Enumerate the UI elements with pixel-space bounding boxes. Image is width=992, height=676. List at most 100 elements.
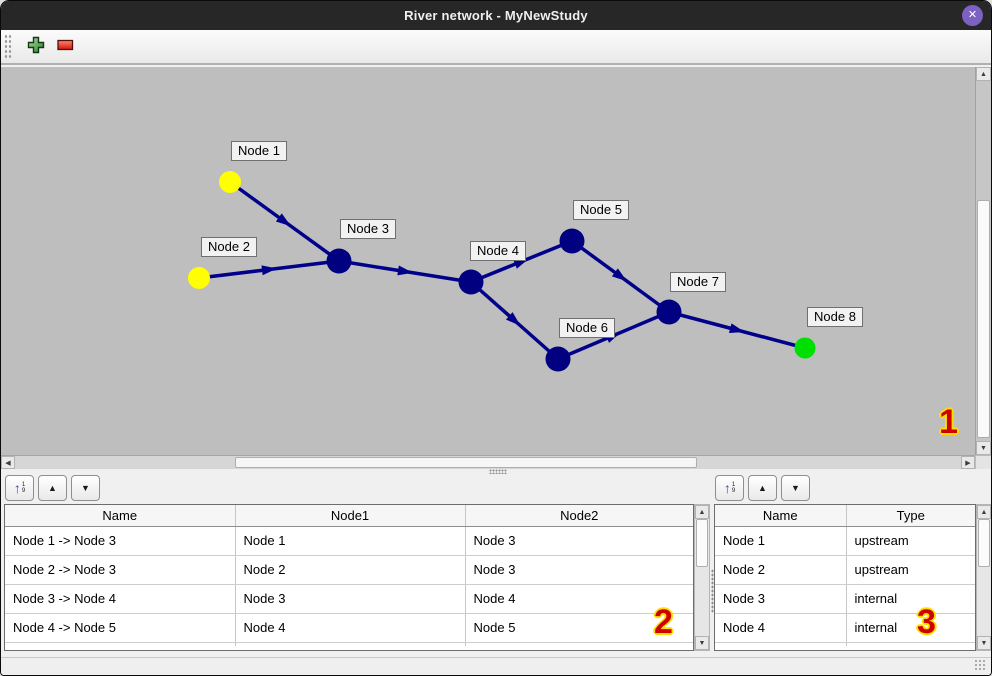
main-toolbar xyxy=(1,30,991,65)
graph-node[interactable] xyxy=(326,248,352,274)
close-button[interactable]: ✕ xyxy=(962,5,983,26)
scroll-down-arrow-icon[interactable]: ▼ xyxy=(977,636,991,650)
table-header-row: Name Node1 Node2 xyxy=(5,505,693,527)
table-cell[interactable]: Node 2 xyxy=(715,555,847,585)
node-label: Node 8 xyxy=(807,307,863,327)
node-label: Node 4 xyxy=(470,241,526,261)
move-up-button[interactable]: ▲ xyxy=(38,475,67,501)
edges-table-scrollbar[interactable]: ▲ ▼ xyxy=(694,504,710,651)
canvas-horizontal-scrollbar[interactable]: ◀ ▶ xyxy=(1,455,975,469)
scrollbar-thumb[interactable] xyxy=(978,519,990,567)
table-cell[interactable]: Node 5 xyxy=(465,613,693,643)
move-down-button[interactable]: ▼ xyxy=(71,475,100,501)
down-triangle-icon: ▼ xyxy=(791,483,800,493)
table-cell[interactable]: Node 4 xyxy=(465,584,693,614)
table-cell[interactable]: Node 2 -> Node 3 xyxy=(5,555,236,585)
vertical-scrollbar-thumb[interactable] xyxy=(977,200,990,438)
scroll-up-arrow-icon[interactable]: ▲ xyxy=(977,505,991,519)
table-cell[interactable]: Node 4 xyxy=(715,613,847,643)
table-cell[interactable]: upstream xyxy=(846,526,975,556)
table-cell[interactable]: Node 2 xyxy=(235,555,466,585)
table-cell[interactable]: Node 3 xyxy=(465,555,693,585)
table-cell[interactable]: Node 3 xyxy=(235,584,466,614)
scroll-right-arrow-icon[interactable]: ▶ xyxy=(961,456,975,469)
remove-node-button[interactable] xyxy=(51,37,80,56)
table-cell[interactable]: Node 1 xyxy=(235,526,466,556)
move-up-button[interactable]: ▲ xyxy=(748,475,777,501)
graph-edge[interactable] xyxy=(668,310,806,350)
river-network-graph xyxy=(188,171,816,372)
status-bar xyxy=(1,657,991,675)
add-plus-icon xyxy=(27,36,45,57)
table-filler-row xyxy=(715,642,975,646)
scroll-up-arrow-icon[interactable]: ▲ xyxy=(695,505,709,519)
scrollbar-thumb[interactable] xyxy=(696,519,708,567)
nodes-table-scrollbar[interactable]: ▲ ▼ xyxy=(976,504,991,651)
table-cell[interactable]: upstream xyxy=(846,555,975,585)
table-cell[interactable]: Node 3 xyxy=(465,526,693,556)
graph-edge[interactable] xyxy=(228,180,341,263)
table-cell[interactable]: Node 3 -> Node 4 xyxy=(5,584,236,614)
table-cell[interactable]: internal xyxy=(846,613,975,643)
table-cell[interactable]: Node 4 xyxy=(235,613,466,643)
scroll-up-arrow-icon[interactable]: ▲ xyxy=(976,67,991,81)
column-header-node1[interactable]: Node1 xyxy=(235,505,466,527)
table-cell[interactable]: Node 1 xyxy=(715,526,847,556)
add-node-button[interactable] xyxy=(21,34,51,59)
remove-minus-icon xyxy=(57,39,74,54)
graph-edge[interactable] xyxy=(570,239,671,314)
graph-edge[interactable] xyxy=(469,280,560,361)
scrollbar-corner xyxy=(975,455,991,469)
graph-node[interactable] xyxy=(458,269,484,295)
table-cell[interactable]: Node 1 -> Node 3 xyxy=(5,526,236,556)
graph-node[interactable] xyxy=(656,299,682,325)
move-down-button[interactable]: ▼ xyxy=(781,475,810,501)
canvas-vertical-scrollbar[interactable]: ▲ ▼ xyxy=(975,67,991,455)
horizontal-scrollbar-thumb[interactable] xyxy=(235,457,697,468)
column-header-node2[interactable]: Node2 xyxy=(465,505,693,527)
splitter-handle-icon xyxy=(489,469,507,474)
graph-node[interactable] xyxy=(219,171,241,193)
title-bar[interactable]: River network - MyNewStudy ✕ xyxy=(1,1,991,30)
scroll-down-arrow-icon[interactable]: ▼ xyxy=(976,441,991,455)
table-cell[interactable]: Node 3 xyxy=(715,584,847,614)
canvas-table-splitter[interactable] xyxy=(1,469,991,474)
column-header-type[interactable]: Type xyxy=(846,505,975,527)
graph-edge[interactable] xyxy=(198,259,340,280)
graph-node[interactable] xyxy=(188,267,210,289)
down-triangle-icon: ▼ xyxy=(81,483,90,493)
scroll-left-arrow-icon[interactable]: ◀ xyxy=(1,456,15,469)
graph-node[interactable] xyxy=(794,337,816,359)
node-label: Node 5 xyxy=(573,200,629,220)
graph-node[interactable] xyxy=(559,228,585,254)
pane-splitter-handle[interactable] xyxy=(711,569,715,613)
graph-node[interactable] xyxy=(545,346,571,372)
table-cell[interactable]: Node 4 -> Node 5 xyxy=(5,613,236,643)
scroll-down-arrow-icon[interactable]: ▼ xyxy=(695,636,709,650)
column-header-name[interactable]: Name xyxy=(5,505,236,527)
graph-edge[interactable] xyxy=(470,239,573,284)
resize-grip-icon[interactable] xyxy=(974,659,987,672)
graph-edge[interactable] xyxy=(338,259,472,284)
toolbar-drag-handle[interactable] xyxy=(4,33,13,60)
node-label: Node 2 xyxy=(201,237,257,257)
table-cell[interactable]: internal xyxy=(846,584,975,614)
column-header-name[interactable]: Name xyxy=(715,505,847,527)
node-label: Node 1 xyxy=(231,141,287,161)
